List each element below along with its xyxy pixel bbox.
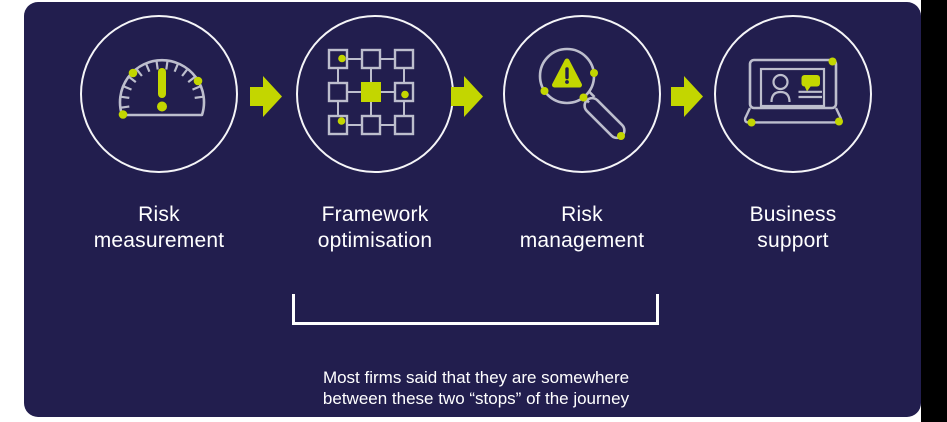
step-label-line: measurement	[93, 229, 225, 252]
step-label-line: optimisation	[317, 229, 433, 252]
step-label-risk-measurement: Risk measurement	[39, 202, 279, 254]
range-bracket	[292, 294, 659, 325]
flow-arrow-icon	[250, 76, 282, 117]
gauge-alert-icon	[118, 58, 206, 119]
magnifier-alert-icon	[538, 47, 626, 140]
annotation-text: Most firms said that they are somewhere …	[276, 367, 676, 409]
step-label-line: Risk	[138, 203, 180, 226]
laptop-support-icon	[743, 57, 843, 127]
annotation-line: between these two “stops” of the journey	[322, 389, 630, 408]
step-label-line: management	[519, 229, 645, 252]
step-label-risk-management: Risk management	[462, 202, 702, 254]
step-label-framework-optimisation: Framework optimisation	[255, 202, 495, 254]
step-label-line: Risk	[561, 203, 603, 226]
step-label-line: Business	[749, 203, 837, 226]
step-label-line: Framework	[321, 203, 429, 226]
step-label-line: support	[757, 229, 829, 252]
step-circle-risk-management	[503, 15, 661, 173]
annotation-line: Most firms said that they are somewhere	[322, 368, 630, 387]
step-label-business-support: Business support	[673, 202, 913, 254]
framework-grid-icon	[327, 48, 415, 136]
flow-arrow-icon	[671, 76, 703, 117]
step-circle-risk-measurement	[80, 15, 238, 173]
step-circle-business-support	[714, 15, 872, 173]
flow-arrow-icon	[451, 76, 483, 117]
right-edge-strip	[921, 0, 947, 422]
